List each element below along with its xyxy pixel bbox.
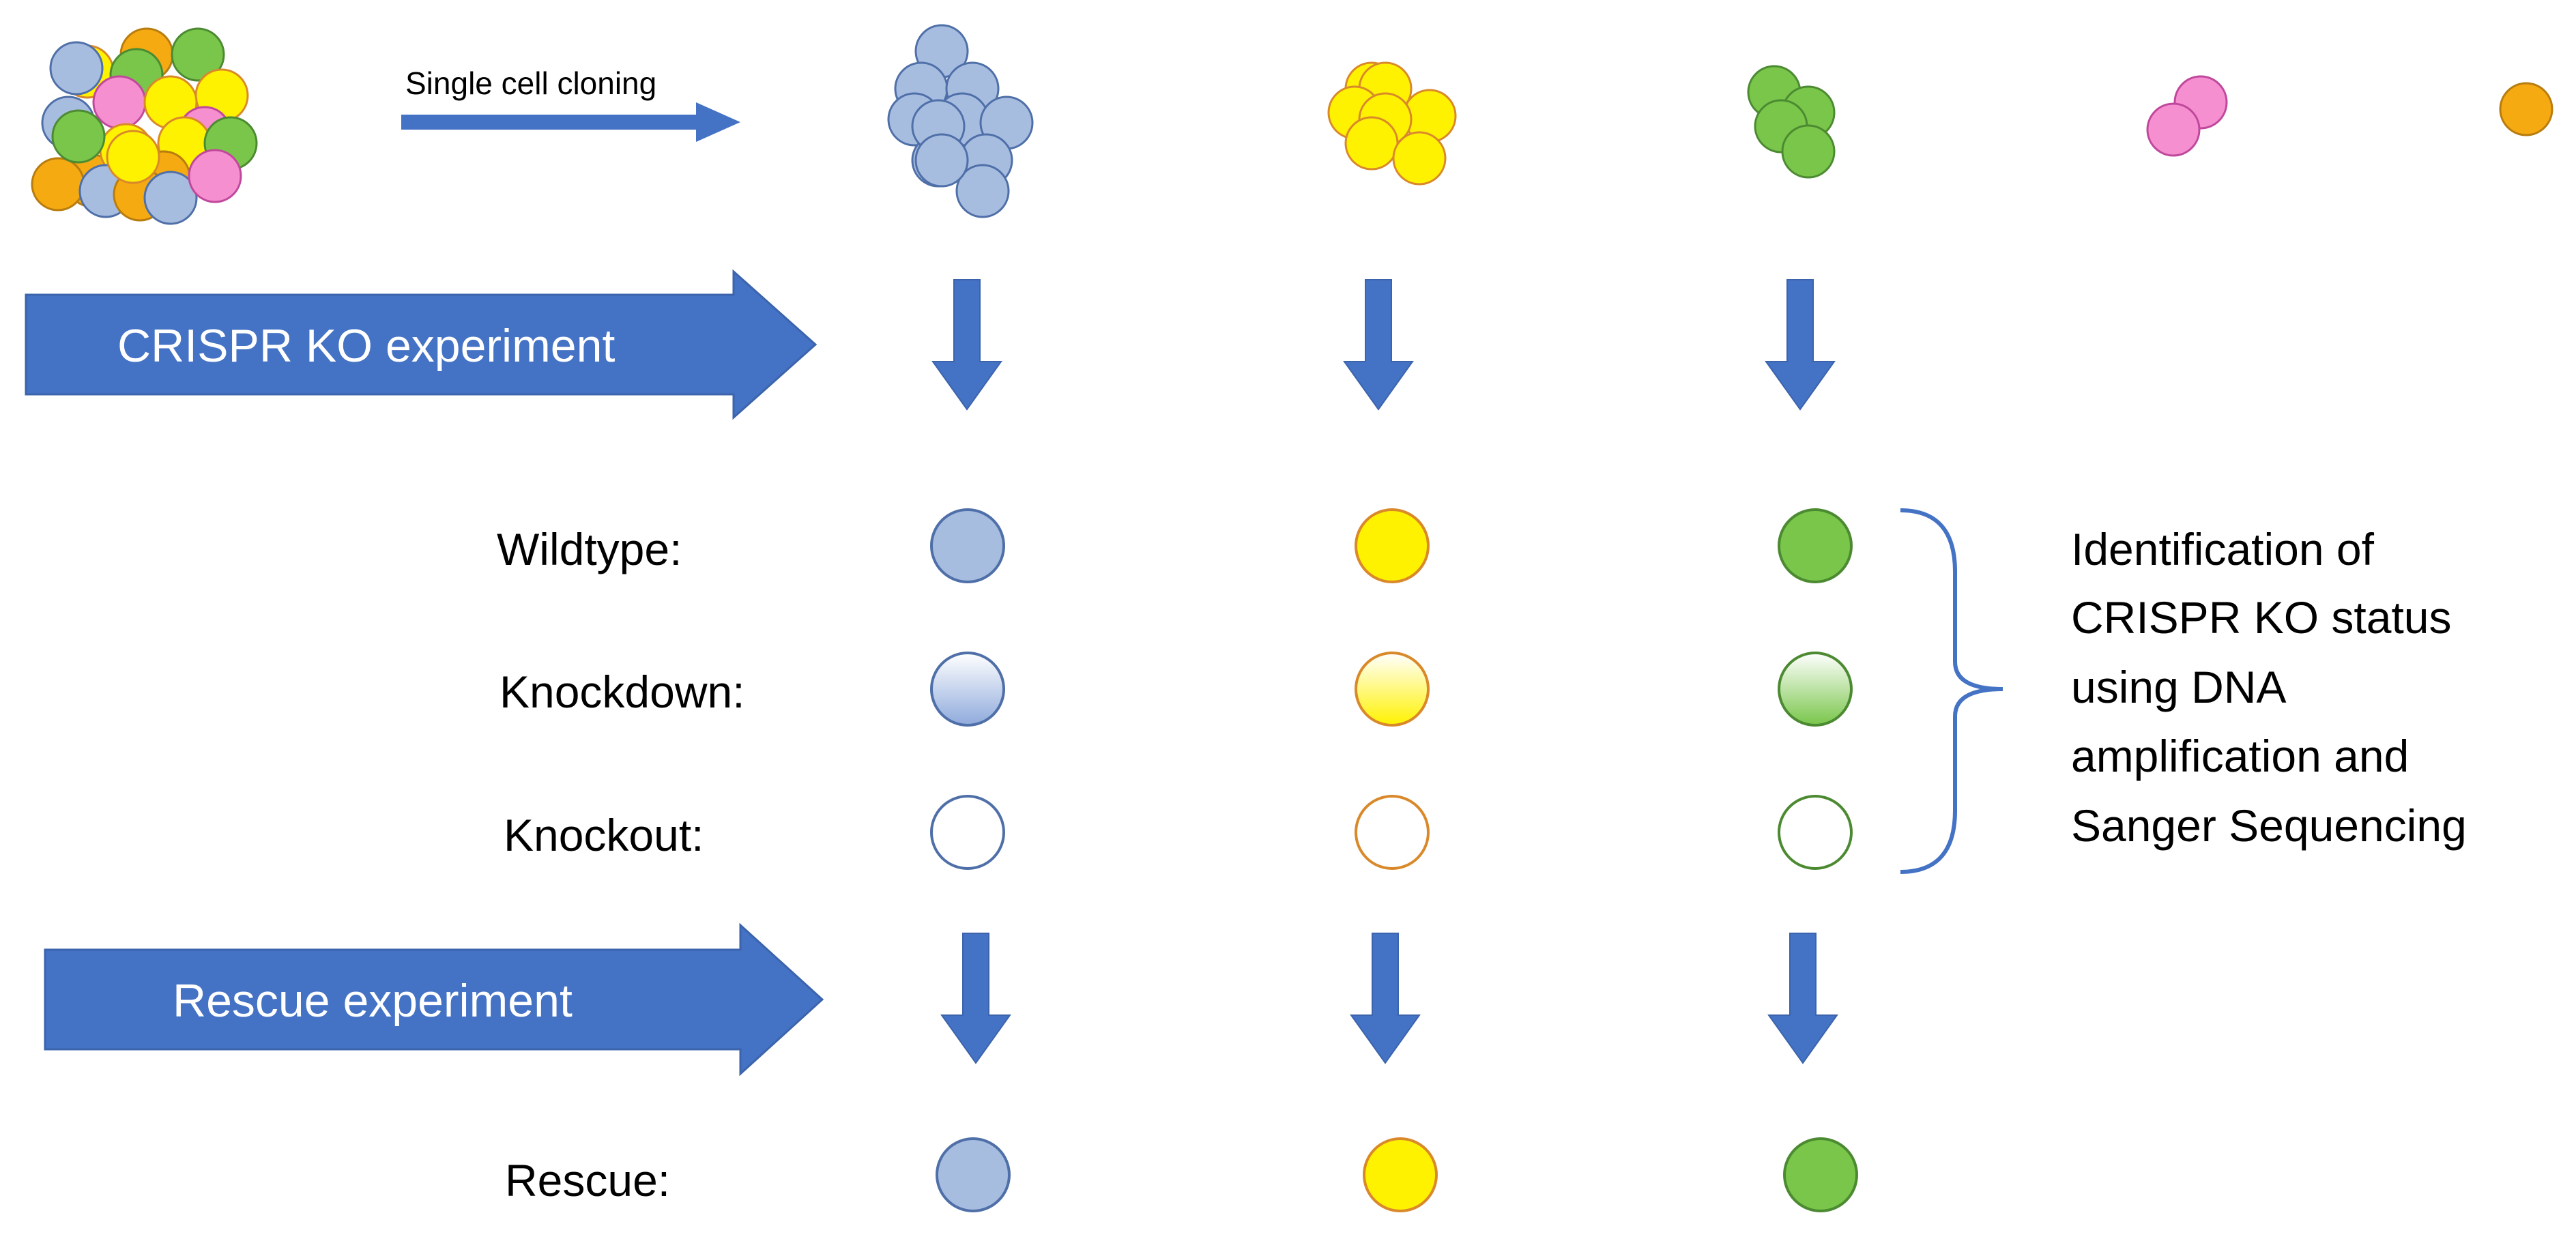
down-arrow: [1767, 933, 1838, 1064]
wildtype-cell: [930, 508, 1005, 583]
single-cell-cloning-label: Single cell cloning: [405, 65, 656, 101]
wildtype-label: Wildtype:: [497, 524, 682, 574]
mixed-cell: [188, 149, 242, 203]
single-cell-cloning-arrow: [401, 102, 740, 142]
wildtype-cell: [1778, 508, 1853, 583]
blue-clone-cell: [914, 133, 969, 188]
pink-clone-cell: [2146, 102, 2201, 157]
pink-clone-cluster: [2146, 75, 2228, 157]
down-arrows-row-1: [931, 279, 1836, 411]
yellow-clone-cell: [1344, 116, 1399, 171]
knockout-cell: [1778, 795, 1853, 870]
rescue-cell: [1363, 1137, 1438, 1212]
green-clone-cell: [1781, 124, 1836, 179]
mixed-cell: [49, 41, 104, 96]
down-arrow: [1343, 279, 1414, 411]
identification-line-1: Identification of: [2071, 524, 2375, 574]
blue-clone-cluster: [887, 24, 1034, 218]
rescue-circles: [936, 1137, 1858, 1212]
down-arrow: [940, 933, 1011, 1064]
wildtype-cell: [1355, 508, 1430, 583]
single-cell-cloning-arrow-head: [696, 102, 740, 142]
identification-line-3: using DNA: [2071, 662, 2286, 712]
knockdown-cell: [930, 652, 1005, 727]
down-arrow: [931, 279, 1002, 411]
rescue-cell: [1783, 1137, 1858, 1212]
status-circles: [930, 508, 1853, 870]
crispr-ko-experiment-label: CRISPR KO experiment: [117, 320, 615, 372]
mixed-cell: [92, 75, 147, 130]
knockout-cell: [1355, 795, 1430, 870]
orange-cell: [2499, 82, 2553, 136]
down-arrow: [1765, 279, 1836, 411]
knockdown-cell: [1355, 652, 1430, 727]
mixed-cell: [143, 171, 198, 225]
orange-single-cell: [2499, 82, 2553, 136]
status-bracket: [1900, 508, 2003, 874]
blue-clone-cell: [955, 164, 1010, 218]
identification-line-4: amplification and: [2071, 731, 2409, 781]
rescue-label: Rescue:: [505, 1155, 670, 1206]
rescue-cell: [936, 1137, 1011, 1212]
knockdown-cell: [1778, 652, 1853, 727]
single-cell-cloning-arrow-shaft: [401, 115, 699, 130]
crispr-ko-experiment-arrow: [25, 269, 817, 420]
knockout-cell: [930, 795, 1005, 870]
mixed-cell-population: [31, 27, 258, 225]
yellow-clone-cluster: [1327, 61, 1457, 186]
identification-line-5: Sanger Sequencing: [2071, 800, 2467, 851]
down-arrow: [1350, 933, 1421, 1064]
identification-line-2: CRISPR KO status: [2071, 592, 2452, 643]
knockdown-label: Knockdown:: [500, 667, 745, 717]
down-arrows-row-2: [940, 933, 1838, 1064]
mixed-cell: [171, 27, 225, 82]
yellow-clone-cell: [1392, 131, 1447, 186]
mixed-cell: [51, 109, 106, 164]
mixed-cell: [106, 130, 160, 184]
green-clone-cluster: [1747, 65, 1836, 179]
rescue-experiment-label: Rescue experiment: [173, 975, 573, 1027]
rescue-experiment-arrow: [44, 922, 824, 1077]
knockout-label: Knockout:: [504, 810, 704, 860]
mixed-cell: [31, 157, 85, 211]
